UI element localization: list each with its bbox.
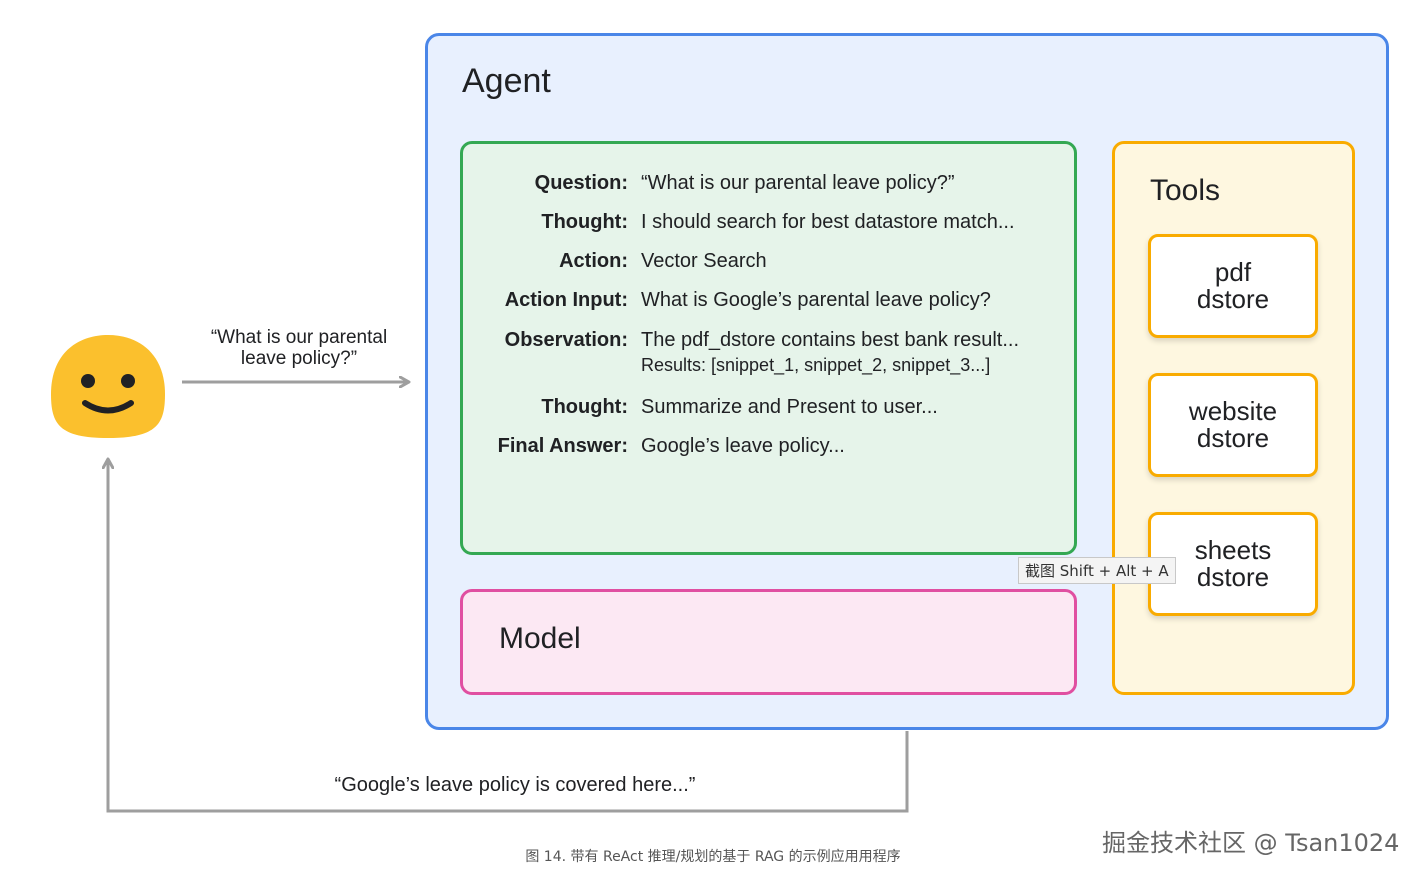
trace-label: Action:	[559, 250, 628, 272]
figure-caption: 图 14. 带有 ReAct 推理/规划的基于 RAG 的示例应用用程序	[525, 849, 901, 865]
trace-value: Google’s leave policy...	[641, 435, 845, 457]
user-answer-label: “Google’s leave policy is covered here..…	[334, 774, 696, 796]
tool-label: website dstore	[1188, 396, 1278, 453]
trace-value: Vector Search	[641, 250, 767, 272]
trace-row-observation: Observation: The pdf_dstore contains bes…	[460, 327, 1077, 377]
tool-label: sheets dstore	[1194, 535, 1272, 592]
watermark: 掘金技术社区 @ Tsan1024	[1102, 829, 1400, 857]
tool-website-dstore: website dstore	[1148, 373, 1318, 477]
trace-label: Thought:	[541, 211, 628, 233]
trace-row-final-answer: Final Answer: Google’s leave policy...	[460, 433, 1077, 459]
trace-row-action: Action: Vector Search	[460, 248, 1077, 274]
trace-label: Action Input:	[504, 289, 628, 311]
tool-sheets-dstore: sheets dstore	[1148, 512, 1318, 616]
trace-row-thought-2: Thought: Summarize and Present to user..…	[460, 394, 1077, 420]
screenshot-tooltip: 截图 Shift + Alt + A	[1018, 557, 1176, 584]
trace-detail: Results: [snippet_1, snippet_2, snippet_…	[641, 355, 991, 375]
trace-label: Final Answer:	[497, 435, 628, 457]
trace-label: Observation:	[504, 329, 628, 351]
trace-value: What is Google’s parental leave policy?	[641, 289, 991, 311]
tools-title: Tools	[1150, 174, 1221, 207]
trace-row-question: Question: “What is our parental leave po…	[460, 170, 1077, 196]
trace-value: I should search for best datastore match…	[641, 211, 1015, 233]
trace-row-action-input: Action Input: What is Google’s parental …	[460, 287, 1077, 313]
react-trace-panel	[460, 141, 1077, 555]
react-trace: Question: “What is our parental leave po…	[460, 170, 1077, 459]
trace-row-thought: Thought: I should search for best datast…	[460, 209, 1077, 235]
user-query-label: “What is our parental leave policy?”	[210, 327, 388, 369]
answer-arrow	[108, 460, 909, 813]
trace-label: Question:	[534, 172, 628, 194]
trace-value: “What is our parental leave policy?”	[641, 172, 955, 194]
user-smiley-icon	[51, 335, 165, 438]
trace-value: The pdf_dstore contains best bank result…	[641, 329, 1019, 351]
trace-value: Summarize and Present to user...	[641, 396, 938, 418]
agent-title: Agent	[462, 62, 551, 100]
trace-label: Thought:	[541, 396, 628, 418]
model-title: Model	[499, 622, 581, 655]
tool-pdf-dstore: pdf dstore	[1148, 234, 1318, 338]
model-panel	[460, 589, 1077, 695]
tool-label: pdf dstore	[1196, 257, 1270, 314]
